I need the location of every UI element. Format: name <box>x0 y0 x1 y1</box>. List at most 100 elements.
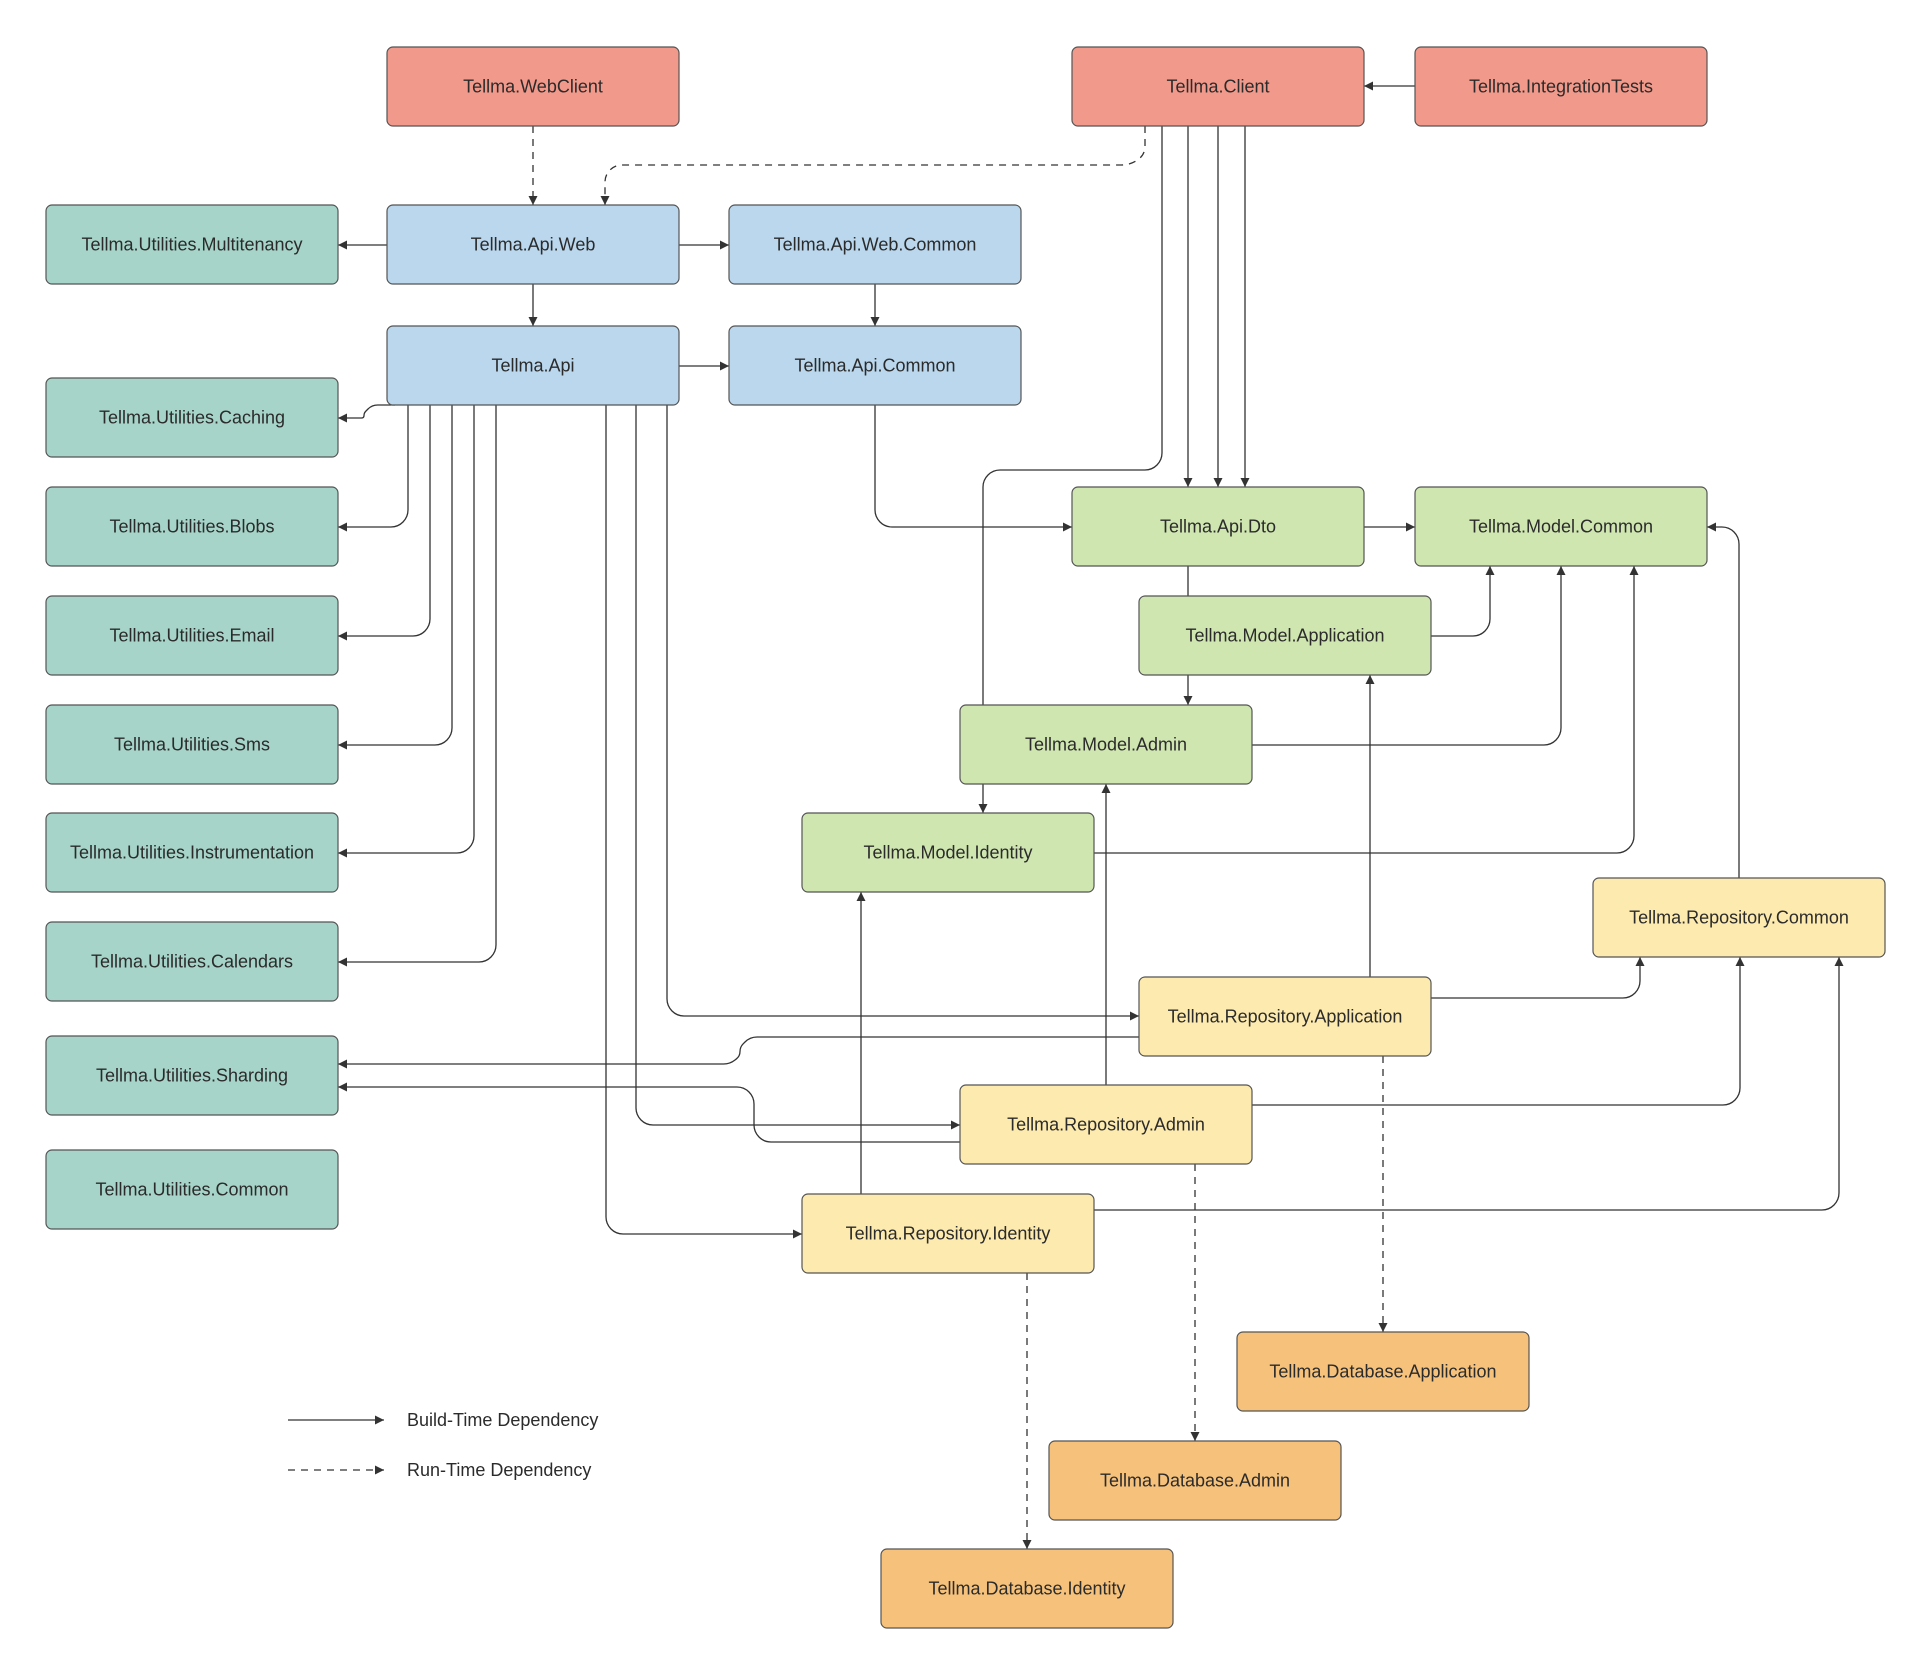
node-dbapp-box[interactable] <box>1236 1331 1530 1412</box>
node-repocommon[interactable]: Tellma.Repository.Common <box>1592 877 1886 958</box>
node-blobs-box[interactable] <box>45 486 339 567</box>
node-repocommon-label: Tellma.Repository.Common <box>1629 908 1849 928</box>
node-repoidentity-label: Tellma.Repository.Identity <box>846 1224 1051 1244</box>
legend-run-time: Run-Time Dependency <box>288 1460 591 1480</box>
node-apicommon-label: Tellma.Api.Common <box>794 356 955 376</box>
node-sharding-box[interactable] <box>45 1035 339 1116</box>
node-repoadmin-box[interactable] <box>959 1084 1253 1165</box>
node-caching[interactable]: Tellma.Utilities.Caching <box>45 377 339 458</box>
node-blobs-label: Tellma.Utilities.Blobs <box>109 517 274 537</box>
node-sharding[interactable]: Tellma.Utilities.Sharding <box>45 1035 339 1116</box>
node-repoapp-label: Tellma.Repository.Application <box>1168 1007 1403 1027</box>
node-apicommon-box[interactable] <box>728 325 1022 406</box>
nodes-layer: Tellma.WebClient Tellma.Client Tellma.Inte… <box>45 46 1886 1629</box>
edge-repoadmin-to-repocommon <box>1252 957 1745 1106</box>
node-apiwebcommon-label: Tellma.Api.Web.Common <box>774 235 977 255</box>
node-sharding-label: Tellma.Utilities.Sharding <box>96 1066 288 1086</box>
node-calendars[interactable]: Tellma.Utilities.Calendars <box>45 921 339 1002</box>
node-apidto-box[interactable] <box>1071 486 1365 567</box>
node-dbadmin-box[interactable] <box>1048 1440 1342 1521</box>
node-sms-label: Tellma.Utilities.Sms <box>114 735 270 755</box>
node-dbidentity[interactable]: Tellma.Database.Identity <box>880 1548 1174 1629</box>
node-modelapp-label: Tellma.Model.Application <box>1185 626 1384 646</box>
edge-repoapp-to-sharding <box>338 1036 1139 1069</box>
edge-repoadmin-to-sharding <box>338 1082 960 1143</box>
node-client-box[interactable] <box>1071 46 1365 127</box>
node-utilcommon[interactable]: Tellma.Utilities.Common <box>45 1149 339 1230</box>
edge-repoidentity-to-repocommon <box>1094 957 1844 1211</box>
edge-api-to-blobs <box>338 405 409 532</box>
node-dbapp[interactable]: Tellma.Database.Application <box>1236 1331 1530 1412</box>
edge-apicommon-to-apidto <box>874 405 1072 532</box>
node-modeladmin-box[interactable] <box>959 704 1253 785</box>
node-apidto[interactable]: Tellma.Api.Dto <box>1071 486 1365 567</box>
node-email[interactable]: Tellma.Utilities.Email <box>45 595 339 676</box>
node-repocommon-box[interactable] <box>1592 877 1886 958</box>
node-utilcommon-box[interactable] <box>45 1149 339 1230</box>
node-apiweb[interactable]: Tellma.Api.Web <box>386 204 680 285</box>
node-utilcommon-label: Tellma.Utilities.Common <box>95 1180 288 1200</box>
legend-build-time: Build-Time Dependency <box>288 1410 598 1430</box>
node-calendars-box[interactable] <box>45 921 339 1002</box>
node-instrumentation-box[interactable] <box>45 812 339 893</box>
node-repoidentity[interactable]: Tellma.Repository.Identity <box>801 1193 1095 1274</box>
node-integrationtests[interactable]: Tellma.IntegrationTests <box>1414 46 1708 127</box>
edge-client-to-modelidentity <box>978 126 1163 813</box>
edge-modelapp-to-modelcommon <box>1431 566 1495 637</box>
node-repoadmin-label: Tellma.Repository.Admin <box>1007 1115 1205 1135</box>
node-caching-box[interactable] <box>45 377 339 458</box>
node-multitenancy-label: Tellma.Utilities.Multitenancy <box>81 235 302 255</box>
node-modelidentity[interactable]: Tellma.Model.Identity <box>801 812 1095 893</box>
node-dbidentity-box[interactable] <box>880 1548 1174 1629</box>
node-email-box[interactable] <box>45 595 339 676</box>
node-dbadmin[interactable]: Tellma.Database.Admin <box>1048 1440 1342 1521</box>
node-apiwebcommon[interactable]: Tellma.Api.Web.Common <box>728 204 1022 285</box>
node-apicommon[interactable]: Tellma.Api.Common <box>728 325 1022 406</box>
edge-api-to-repoadmin <box>635 405 960 1130</box>
node-repoapp-box[interactable] <box>1138 976 1432 1057</box>
node-blobs[interactable]: Tellma.Utilities.Blobs <box>45 486 339 567</box>
node-repoadmin[interactable]: Tellma.Repository.Admin <box>959 1084 1253 1165</box>
edge-api-to-sms <box>338 405 453 750</box>
edge-api-to-email <box>338 405 431 641</box>
node-instrumentation[interactable]: Tellma.Utilities.Instrumentation <box>45 812 339 893</box>
edge-repocommon-to-modelcommon <box>1707 522 1740 878</box>
node-modelcommon[interactable]: Tellma.Model.Common <box>1414 486 1708 567</box>
node-email-label: Tellma.Utilities.Email <box>109 626 274 646</box>
node-repoapp[interactable]: Tellma.Repository.Application <box>1138 976 1432 1057</box>
edge-api-to-repoidentity <box>605 405 802 1239</box>
node-client-label: Tellma.Client <box>1166 77 1269 97</box>
node-modelcommon-box[interactable] <box>1414 486 1708 567</box>
node-api[interactable]: Tellma.Api <box>386 325 680 406</box>
node-repoidentity-box[interactable] <box>801 1193 1095 1274</box>
node-dbadmin-label: Tellma.Database.Admin <box>1100 1471 1290 1491</box>
node-api-box[interactable] <box>386 325 680 406</box>
node-instrumentation-label: Tellma.Utilities.Instrumentation <box>70 843 314 863</box>
node-calendars-label: Tellma.Utilities.Calendars <box>91 952 293 972</box>
node-sms[interactable]: Tellma.Utilities.Sms <box>45 704 339 785</box>
node-modelidentity-label: Tellma.Model.Identity <box>863 843 1032 863</box>
node-apiwebcommon-box[interactable] <box>728 204 1022 285</box>
node-modelapp-box[interactable] <box>1138 595 1432 676</box>
node-client[interactable]: Tellma.Client <box>1071 46 1365 127</box>
node-modelapp[interactable]: Tellma.Model.Application <box>1138 595 1432 676</box>
node-modelidentity-box[interactable] <box>801 812 1095 893</box>
edge-modelidentity-to-modelcommon <box>1094 566 1639 854</box>
node-modeladmin-label: Tellma.Model.Admin <box>1025 735 1187 755</box>
legend-run-time-label: Run-Time Dependency <box>407 1460 591 1480</box>
node-webclient-label: Tellma.WebClient <box>463 77 603 97</box>
node-api-label: Tellma.Api <box>491 356 574 376</box>
node-multitenancy[interactable]: Tellma.Utilities.Multitenancy <box>45 204 339 285</box>
edge-api-to-instrumentation <box>338 405 475 858</box>
node-multitenancy-box[interactable] <box>45 204 339 285</box>
edge-repoapp-to-repocommon <box>1431 957 1645 999</box>
legend: Build-Time Dependency Run-Time Dependenc… <box>288 1410 598 1480</box>
node-apiweb-box[interactable] <box>386 204 680 285</box>
node-webclient[interactable]: Tellma.WebClient <box>386 46 680 127</box>
edge-modeladmin-to-modelcommon <box>1252 566 1566 746</box>
node-sms-box[interactable] <box>45 704 339 785</box>
node-webclient-box[interactable] <box>386 46 680 127</box>
node-modeladmin[interactable]: Tellma.Model.Admin <box>959 704 1253 785</box>
node-integrationtests-label: Tellma.IntegrationTests <box>1469 77 1653 97</box>
node-integrationtests-box[interactable] <box>1414 46 1708 127</box>
